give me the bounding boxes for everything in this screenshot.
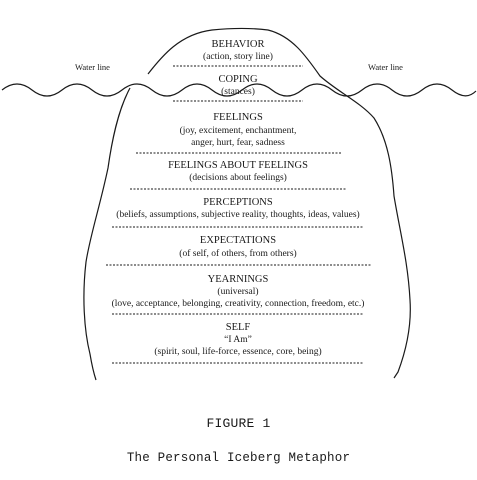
layer-description: (love, acceptance, belonging, creativity… [112,298,365,309]
layer-title: FEELINGS [213,112,263,123]
layer-description: (action, story line) [203,51,273,62]
layer-yearnings: YEARNINGS (universal) (love, acceptance,… [112,274,365,315]
layer-title: FEELINGS ABOUT FEELINGS [168,160,308,171]
layer-behavior: BEHAVIOR (action, story line) [173,39,303,67]
layer-self: SELF “I Am” (spirit, soul, life-force, e… [112,322,364,364]
layer-feelings: FEELINGS (joy, excitement, enchantment, … [136,112,341,154]
layer-title: PERCEPTIONS [203,197,273,208]
layer-expectations: EXPECTATIONS (of self, of others, from o… [106,235,371,266]
layer-description: (stances) [221,86,255,97]
layer-description: (of self, of others, from others) [179,248,296,259]
iceberg-outline [83,27,411,381]
layer-description: (spirit, soul, life-force, essence, core… [154,346,321,357]
layer-title: SELF [226,322,251,333]
layer-title: YEARNINGS [208,274,269,285]
figure-number: FIGURE 1 [206,416,271,431]
water-line [1,83,477,97]
layer-coping: COPING (stances) [173,74,303,102]
layer-description: (universal) [217,286,258,297]
layer-description: (decisions about feelings) [189,172,287,183]
layer-description: (beliefs, assumptions, subjective realit… [116,209,359,220]
layer-title: COPING [218,74,258,85]
layer-perceptions: PERCEPTIONS (beliefs, assumptions, subje… [112,197,364,228]
layer-title: BEHAVIOR [212,39,265,50]
figure-caption: The Personal Iceberg Metaphor [126,451,351,465]
water-line-label-right: Water line [368,62,403,72]
layer-feelings-about-feelings: FEELINGS ABOUT FEELINGS (decisions about… [130,160,346,190]
layer-description: “I Am” [224,335,252,345]
layer-description: (joy, excitement, enchantment, [180,125,297,136]
layer-description: anger, hurt, fear, sadness [191,137,285,148]
water-line-label-left: Water line [75,62,110,72]
layer-title: EXPECTATIONS [200,235,276,246]
